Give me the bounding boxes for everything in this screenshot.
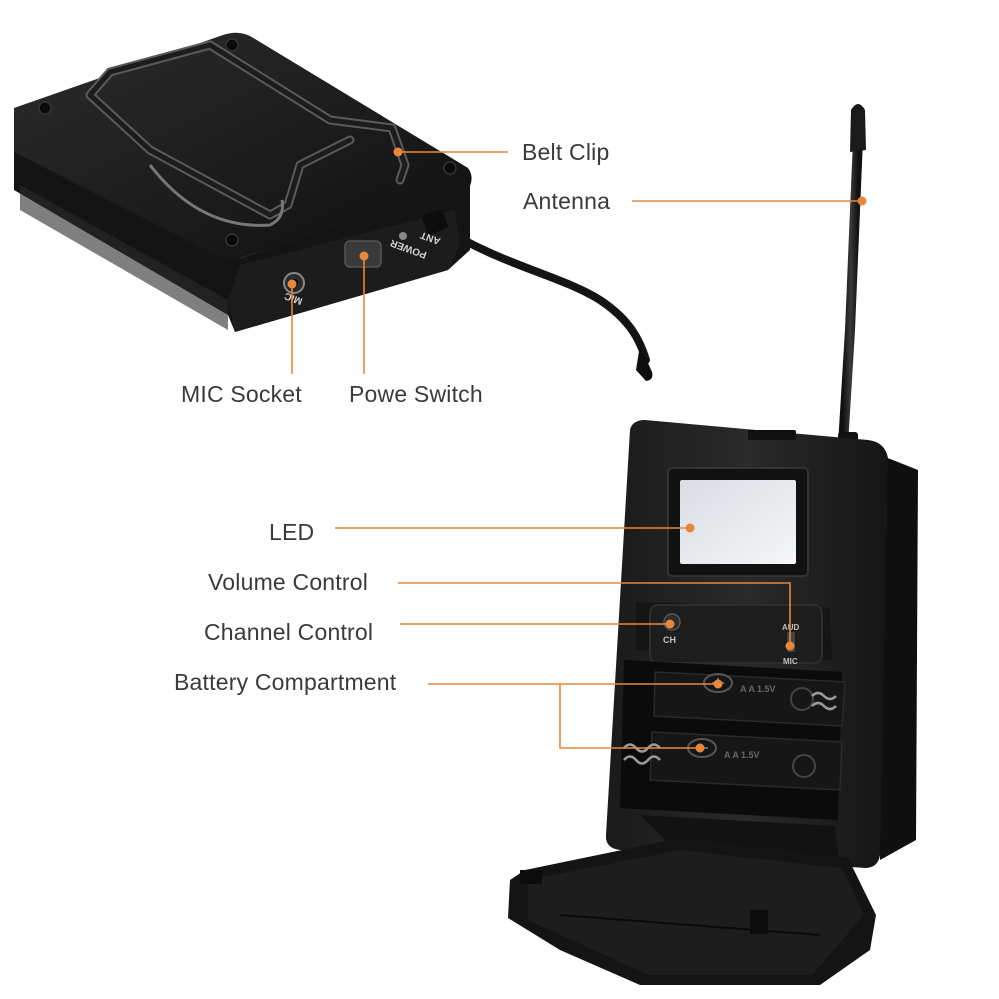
antenna-rod bbox=[838, 107, 863, 450]
control-panel bbox=[649, 604, 823, 664]
marker-battery-top bbox=[713, 679, 723, 689]
label-belt-clip: Belt Clip bbox=[522, 139, 610, 165]
device-front-panel bbox=[228, 210, 460, 332]
transmitter-front-view: CH AUD MIC A A 1.5V A A 1.5V bbox=[508, 104, 918, 985]
battery-slot-top bbox=[653, 671, 846, 727]
marker-antenna bbox=[857, 196, 867, 206]
marker-mic-socket bbox=[287, 279, 297, 289]
callout-markers bbox=[287, 147, 867, 753]
leader-volume-control bbox=[398, 582, 791, 646]
label-mic-socket: MIC Socket bbox=[181, 381, 302, 407]
marker-power-switch bbox=[359, 251, 369, 261]
label-volume-control: Volume Control bbox=[208, 569, 369, 595]
mic-switch-marking: MIC bbox=[783, 657, 798, 666]
antenna-cable bbox=[434, 221, 650, 364]
battery-top-marking: A A 1.5V bbox=[740, 684, 776, 694]
marker-led bbox=[685, 523, 695, 533]
antenna-tip bbox=[636, 345, 653, 381]
battery-bottom-marking: A A 1.5V bbox=[724, 750, 760, 760]
power-indicator bbox=[399, 232, 407, 240]
lcd-screen bbox=[680, 480, 796, 564]
ch-marking: CH bbox=[663, 635, 676, 645]
label-led: LED bbox=[269, 519, 315, 545]
marker-channel-control bbox=[665, 619, 675, 629]
marker-belt-clip bbox=[393, 147, 403, 157]
marker-volume-control bbox=[785, 641, 795, 651]
label-power-switch: Powe Switch bbox=[349, 381, 483, 407]
label-battery-compartment: Battery Compartment bbox=[174, 669, 397, 695]
transmitter-back-view: MIC POWER ANT bbox=[14, 32, 653, 381]
label-channel-control: Channel Control bbox=[204, 619, 374, 645]
callout-leaders bbox=[291, 151, 862, 749]
antenna-connector bbox=[422, 209, 448, 235]
label-antenna: Antenna bbox=[523, 188, 611, 214]
device-body-top bbox=[14, 32, 472, 260]
marker-battery-bottom bbox=[695, 743, 705, 753]
